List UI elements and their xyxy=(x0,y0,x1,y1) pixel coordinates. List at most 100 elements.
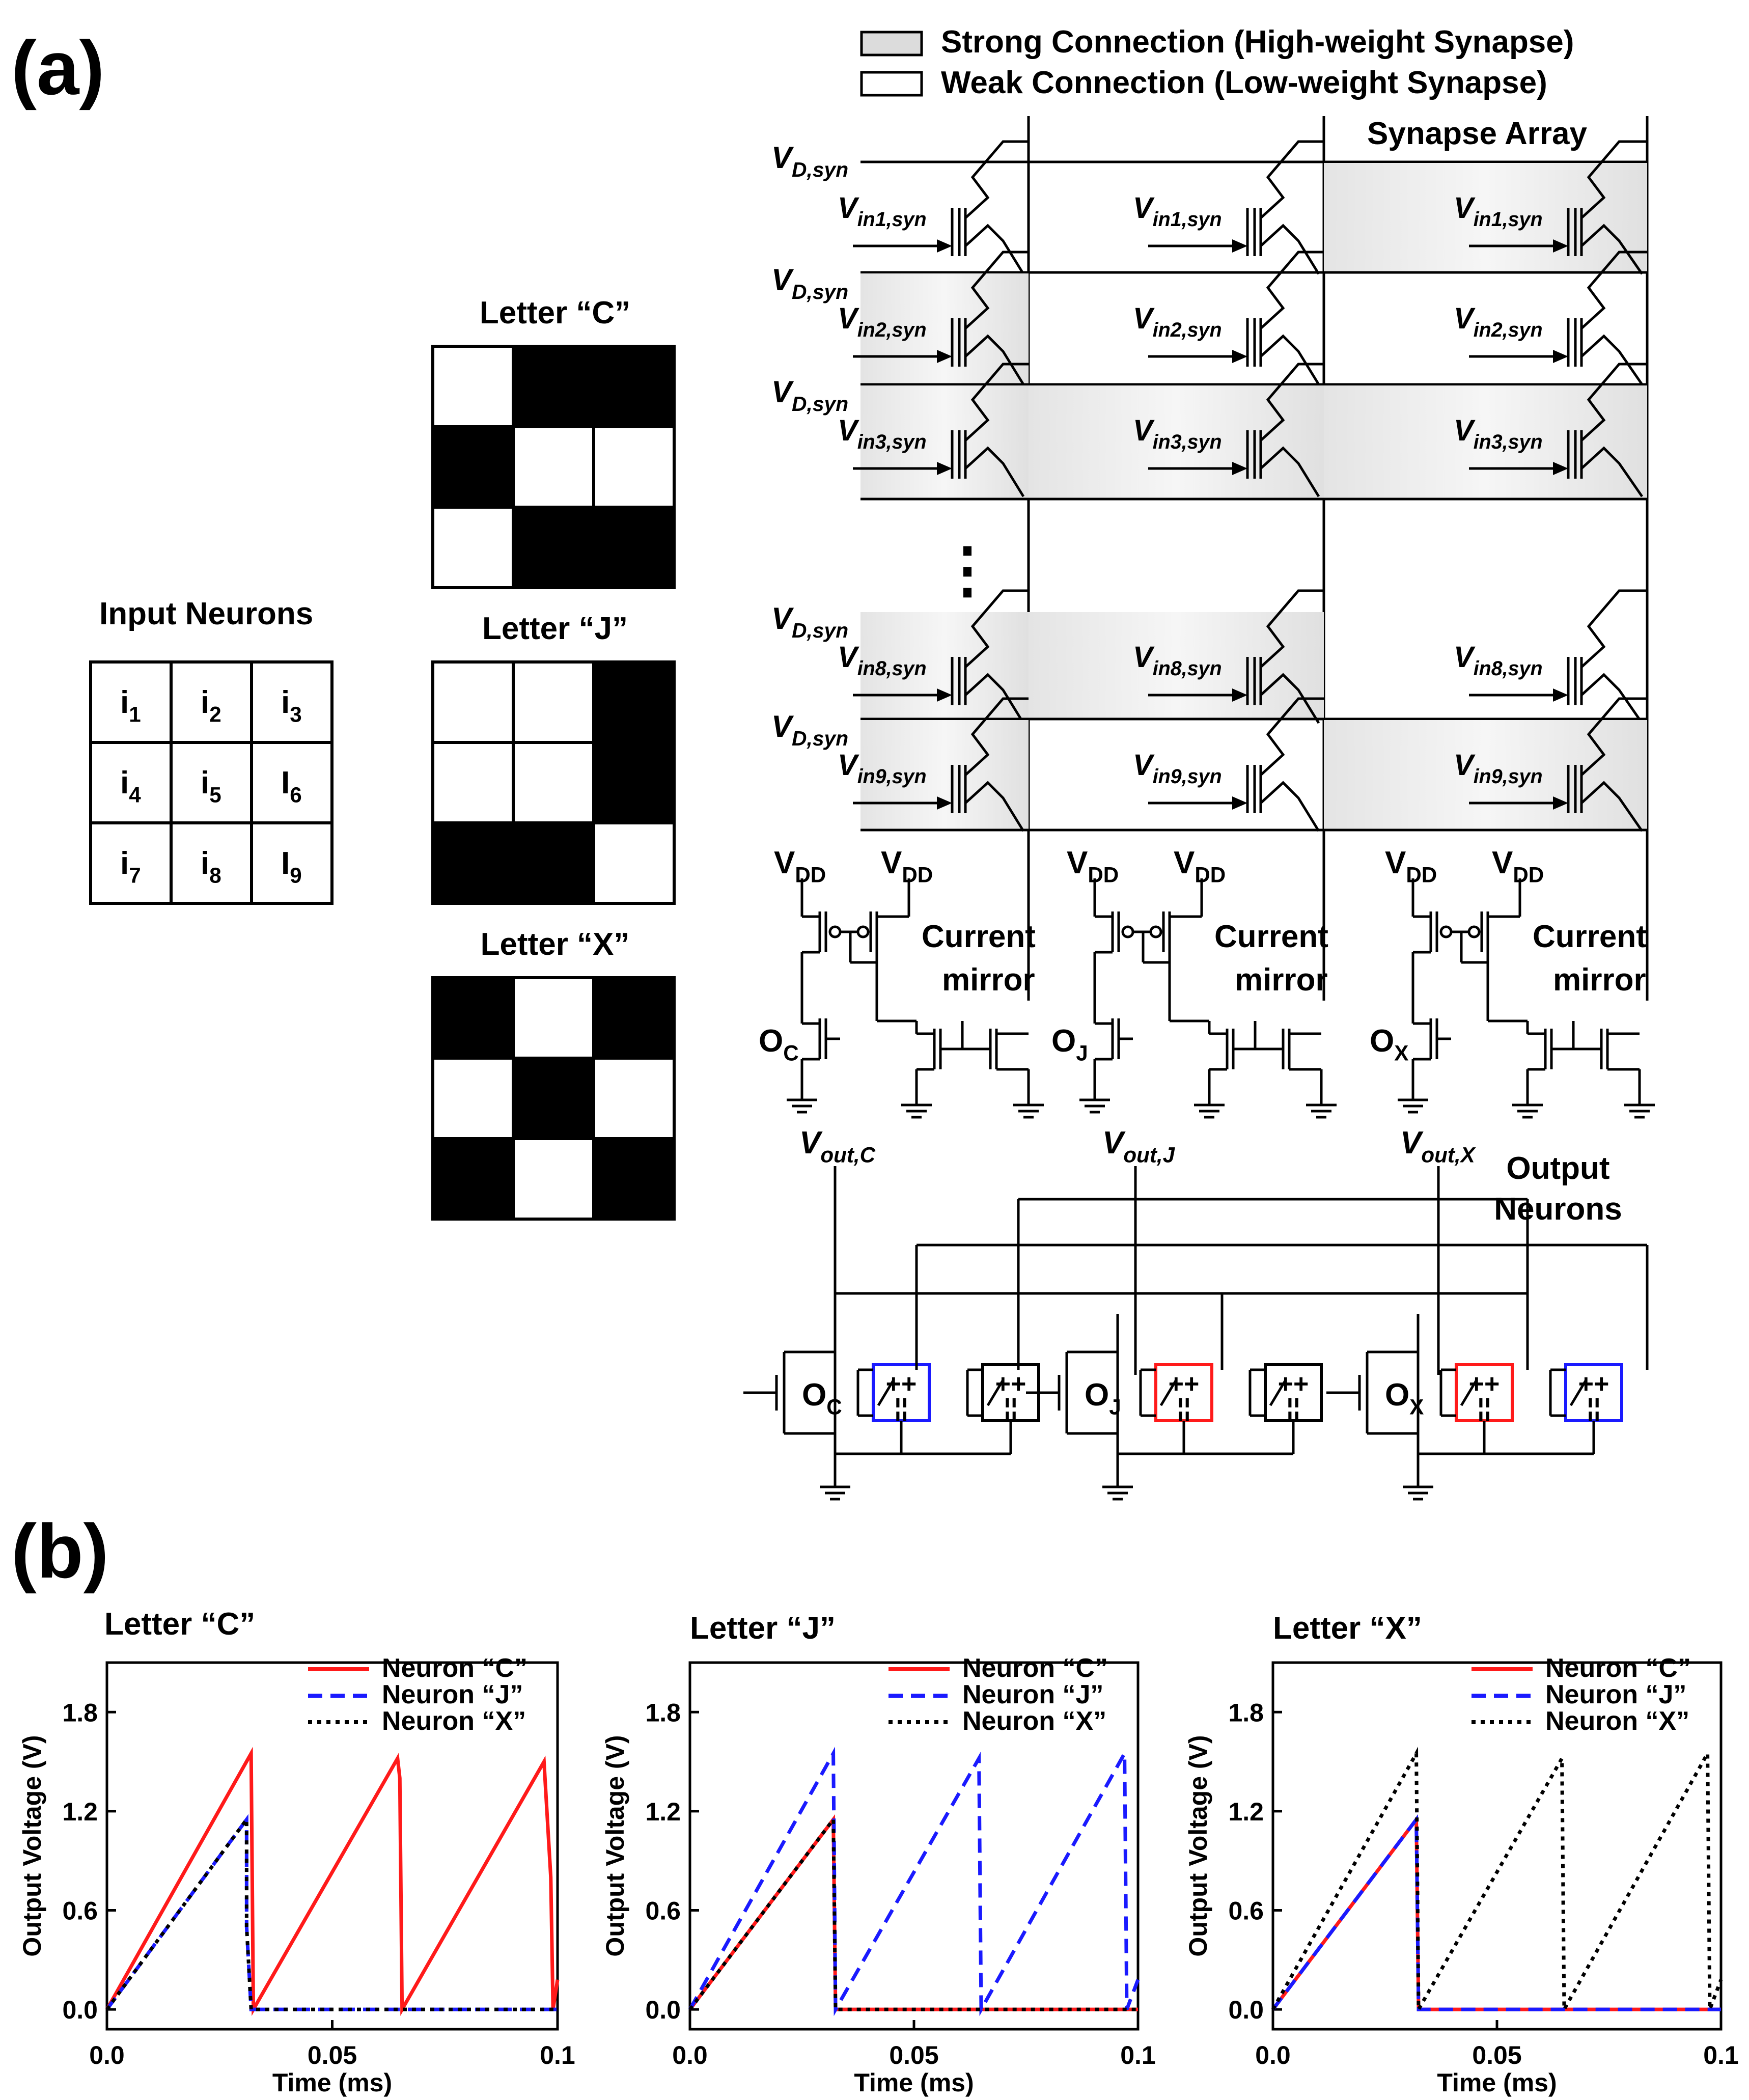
y-tick-label: 0.6 xyxy=(645,1896,681,1925)
letter-pixel xyxy=(431,425,515,509)
source-wire xyxy=(964,673,1025,724)
letter-pixel xyxy=(431,741,515,824)
letter-pixel xyxy=(592,821,676,905)
x-tick-label: 0.05 xyxy=(308,2041,357,2069)
vdd-label: VDD xyxy=(1385,845,1437,887)
arrow-head xyxy=(1553,239,1568,253)
input-neuron-label-sub: 9 xyxy=(290,863,301,887)
output-neurons-label: Neurons xyxy=(1494,1192,1622,1227)
output-node-label-main: O xyxy=(1051,1024,1076,1059)
synapse-transistor-icon xyxy=(1246,589,1324,724)
legend-strong-swatch xyxy=(860,31,923,57)
input-neuron-label-main: i xyxy=(201,846,209,881)
vin-syn-label-sub: in8,syn xyxy=(1153,657,1222,680)
vin-syn-label-main: V xyxy=(1133,302,1155,335)
letter-pixel xyxy=(592,506,676,589)
arrow-head xyxy=(1232,350,1247,363)
arrow-head xyxy=(1232,239,1247,253)
output-node-label-sub: X xyxy=(1394,1041,1408,1065)
output-node-label-main: O xyxy=(1370,1024,1394,1059)
vin-syn-label: Vin9,syn xyxy=(1454,749,1543,788)
letter-pixel xyxy=(592,1057,676,1140)
output-node-label-main: O xyxy=(759,1024,783,1059)
y-tick-label: 0.6 xyxy=(62,1896,98,1925)
input-neuron-label-sub: 7 xyxy=(129,863,141,887)
vin-syn-label: Vin8,syn xyxy=(1454,641,1543,680)
vin-syn-label-main: V xyxy=(1133,414,1155,447)
letter-pixel xyxy=(592,425,676,509)
source-wire xyxy=(1580,224,1644,275)
letter-pixel xyxy=(512,821,595,905)
drain-wire xyxy=(1580,697,1647,776)
current-mirror-label: Current xyxy=(1533,919,1647,954)
series-line xyxy=(1271,1747,1723,2016)
input-neuron-label: i7 xyxy=(120,846,141,887)
y-axis-label: Output Voltage (V) xyxy=(18,1735,46,1956)
panel-b-label: (b) xyxy=(11,1508,109,1594)
drain-wire xyxy=(1580,589,1647,668)
switch-slash xyxy=(1569,1379,1588,1406)
current-mirror-label: mirror xyxy=(942,962,1035,998)
vin-syn-label-main: V xyxy=(1133,191,1155,225)
inhibit-glyph2: ¦¦ xyxy=(895,1394,908,1421)
vin-syn-label: Vin9,syn xyxy=(838,749,927,788)
input-neuron-cell xyxy=(89,660,173,744)
letter-pixel xyxy=(592,1137,676,1221)
current-mirror-label: Current xyxy=(1214,919,1328,954)
vd-syn-label: VD,syn xyxy=(771,263,848,303)
vout-label-main: V xyxy=(799,1125,823,1160)
inhibit-glyph2: ¦¦ xyxy=(1004,1394,1018,1421)
input-neuron-label-main: i xyxy=(120,765,129,800)
vd-syn-label-sub: D,syn xyxy=(792,619,848,642)
vd-syn-label: VD,syn xyxy=(771,141,848,181)
x-axis-label: Time (ms) xyxy=(1437,2068,1557,2097)
switch-slash xyxy=(1159,1379,1178,1406)
input-neuron-label-main: I xyxy=(281,765,290,800)
x-tick-label: 0.0 xyxy=(89,2041,125,2069)
vout-label-sub: out,C xyxy=(820,1143,875,1167)
source-wire xyxy=(1260,334,1320,385)
synapse-transistor-icon xyxy=(1567,589,1647,724)
oc-label: OX xyxy=(1385,1377,1424,1419)
vin-syn-label: Vin2,syn xyxy=(838,302,927,341)
synapse-transistor-icon xyxy=(951,697,1029,832)
vin-syn-label: Vin3,syn xyxy=(1454,414,1543,453)
input-neuron-label: i1 xyxy=(120,685,141,726)
drain-wire xyxy=(964,140,1029,219)
input-neuron-cell xyxy=(89,821,173,905)
synapse-transistor-icon xyxy=(951,363,1029,498)
input-neuron-label-sub: 6 xyxy=(290,783,301,807)
source-wire xyxy=(1580,446,1644,498)
synapse-transistor-icon xyxy=(1246,140,1324,275)
y-tick-label: 1.8 xyxy=(1228,1698,1264,1727)
input-neuron-label-main: i xyxy=(281,685,290,720)
p-bubble xyxy=(1467,925,1481,938)
vin-syn-label-main: V xyxy=(838,302,859,335)
p-bubble xyxy=(1121,925,1134,938)
input-neuron-label-sub: 1 xyxy=(129,702,141,726)
synapse-transistor-icon xyxy=(1567,251,1647,385)
vout-label-sub: out,X xyxy=(1421,1143,1476,1167)
letter-pixel xyxy=(592,660,676,744)
drain-wire xyxy=(1260,140,1324,219)
vin-syn-label: Vin1,syn xyxy=(1454,191,1543,231)
legend-label: Neuron “C” xyxy=(962,1653,1108,1683)
legend: Strong Connection (High-weight Synapse) … xyxy=(860,24,1574,100)
vd-syn-label-sub: D,syn xyxy=(792,158,848,181)
letter-pixel xyxy=(512,506,595,589)
vd-syn-label-sub: D,syn xyxy=(792,727,848,750)
letter-pixel xyxy=(512,425,595,509)
strong-synapse-cell xyxy=(860,720,1029,829)
input-neuron-cell xyxy=(250,660,334,744)
vin-syn-label-main: V xyxy=(1454,191,1476,225)
input-neuron-label: i2 xyxy=(201,685,221,726)
legend-label: Neuron “X” xyxy=(1545,1706,1689,1736)
x-tick-label: 0.0 xyxy=(1255,2041,1291,2069)
vin-syn-label: Vin3,syn xyxy=(838,414,927,453)
output-node-label: OC xyxy=(759,1024,799,1065)
letter-pixel xyxy=(512,1137,595,1221)
input-neuron-label: I6 xyxy=(281,765,302,807)
vd-syn-label-main: V xyxy=(771,263,794,297)
